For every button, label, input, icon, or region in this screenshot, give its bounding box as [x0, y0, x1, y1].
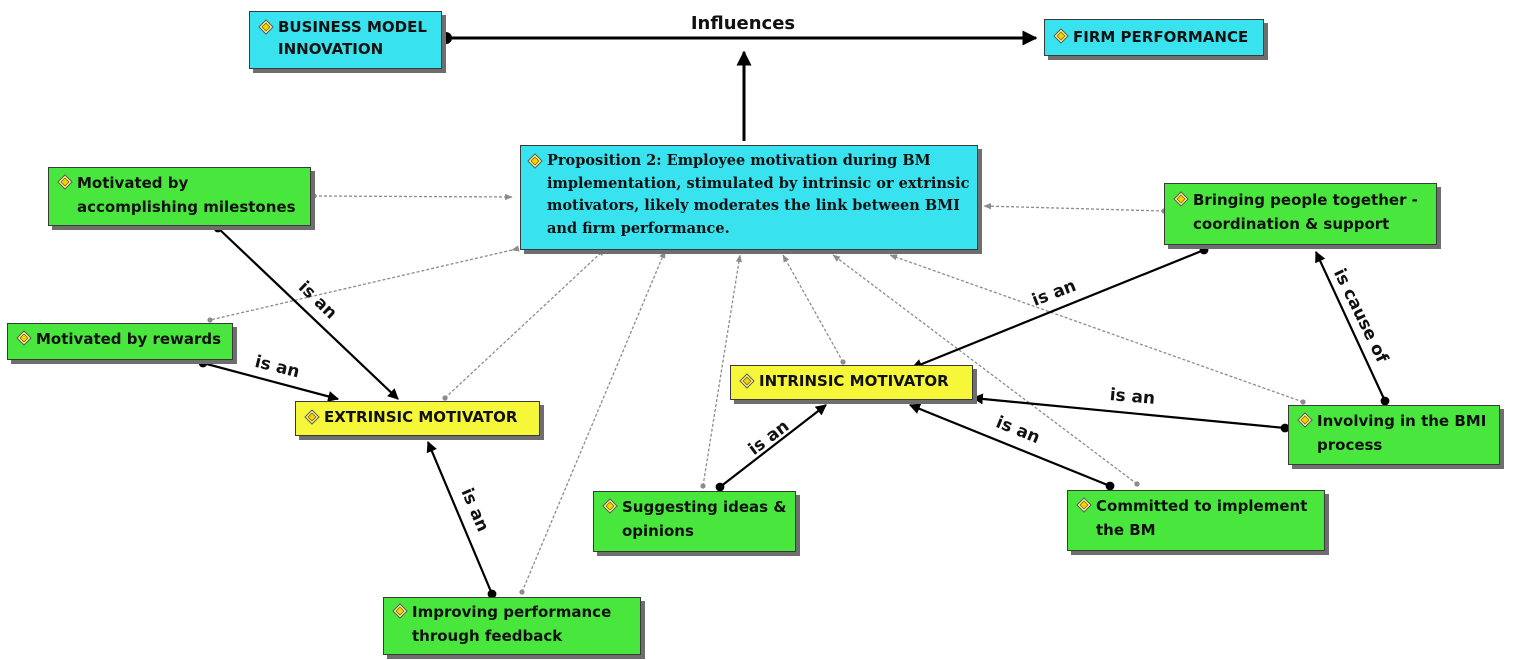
concept-icon	[1076, 497, 1092, 513]
label-involving-bringing: is cause of	[1329, 266, 1392, 367]
node-extrinsic-motivator[interactable]: EXTRINSIC MOTIVATOR	[295, 401, 540, 436]
edge-dash-prop-rewards	[207, 245, 520, 323]
node-label: EXTRINSIC MOTIVATOR	[324, 407, 518, 426]
edge-dash-bringing-prop	[983, 203, 1167, 214]
node-label: Bringing people together - coordination …	[1193, 191, 1418, 233]
node-proposition-2[interactable]: Proposition 2: Employee motivation durin…	[520, 145, 978, 250]
node-label: Involving in the BMI process	[1317, 412, 1487, 454]
concept-icon	[527, 153, 543, 169]
concept-icon	[602, 498, 618, 514]
node-suggesting-ideas[interactable]: Suggesting ideas & opinions	[593, 491, 796, 552]
concept-icon	[392, 603, 408, 619]
label-involving-intrinsic: is an	[1109, 385, 1156, 409]
edge-milestones-extrinsic	[213, 223, 399, 400]
concept-icon	[1053, 28, 1069, 44]
node-label: Proposition 2: Employee motivation durin…	[547, 152, 970, 237]
concept-icon	[304, 408, 320, 425]
label-bringing-intrinsic: is an	[1029, 276, 1079, 311]
edge-suggesting-intrinsic	[715, 404, 827, 492]
concept-icon	[1297, 412, 1313, 428]
node-improving-performance-feedback[interactable]: Improving performance through feedback	[383, 597, 641, 655]
label-influences: Influences	[691, 13, 795, 34]
edge-committed-intrinsic	[908, 403, 1115, 491]
concept-icon	[739, 372, 755, 389]
edge-involving-bringing	[1315, 251, 1390, 406]
node-label: Motivated by accomplishing milestones	[77, 174, 296, 216]
edge-dash-intrinsic-prop	[782, 254, 846, 365]
node-label: FIRM PERFORMANCE	[1073, 28, 1249, 46]
edge-rewards-extrinsic	[198, 358, 340, 402]
node-label: Motivated by rewards	[36, 330, 222, 348]
node-firm-performance[interactable]: FIRM PERFORMANCE	[1044, 19, 1264, 56]
edge-dash-suggesting-prop	[700, 254, 742, 489]
concept-icon	[16, 330, 32, 346]
node-motivated-by-rewards[interactable]: Motivated by rewards	[7, 323, 233, 360]
concept-icon	[258, 19, 274, 35]
edge-dash-feedback-prop	[519, 250, 666, 595]
node-committed-to-implement[interactable]: Committed to implement the BM	[1067, 490, 1325, 551]
node-motivated-by-milestones[interactable]: Motivated by accomplishing milestones	[48, 167, 311, 226]
node-label: Improving performance through feedback	[412, 603, 612, 645]
label-milestones-extrinsic: is an	[294, 277, 341, 323]
node-bringing-people-together[interactable]: Bringing people together - coordination …	[1164, 183, 1437, 245]
label-feedback-extrinsic: is an	[457, 485, 493, 535]
node-label: BUSINESS MODEL INNOVATION	[278, 18, 427, 58]
edge-dash-extrinsic-prop	[442, 248, 606, 401]
edge-dash-milestones-prop	[311, 193, 513, 201]
node-business-model-innovation[interactable]: BUSINESS MODEL INNOVATION	[249, 11, 442, 69]
node-involving-in-bmi-process[interactable]: Involving in the BMI process	[1288, 405, 1500, 465]
node-intrinsic-motivator[interactable]: INTRINSIC MOTIVATOR	[730, 365, 973, 400]
edge-bringing-intrinsic	[910, 245, 1209, 370]
concept-icon	[1173, 191, 1189, 207]
node-label: Committed to implement the BM	[1096, 497, 1308, 539]
concept-icon	[57, 174, 73, 190]
edge-feedback-extrinsic	[426, 440, 497, 599]
node-label: Suggesting ideas & opinions	[622, 498, 787, 540]
label-suggesting-intrinsic: is an	[745, 416, 793, 459]
node-label: INTRINSIC MOTIVATOR	[759, 371, 949, 390]
edge-involving-intrinsic	[971, 393, 1290, 433]
